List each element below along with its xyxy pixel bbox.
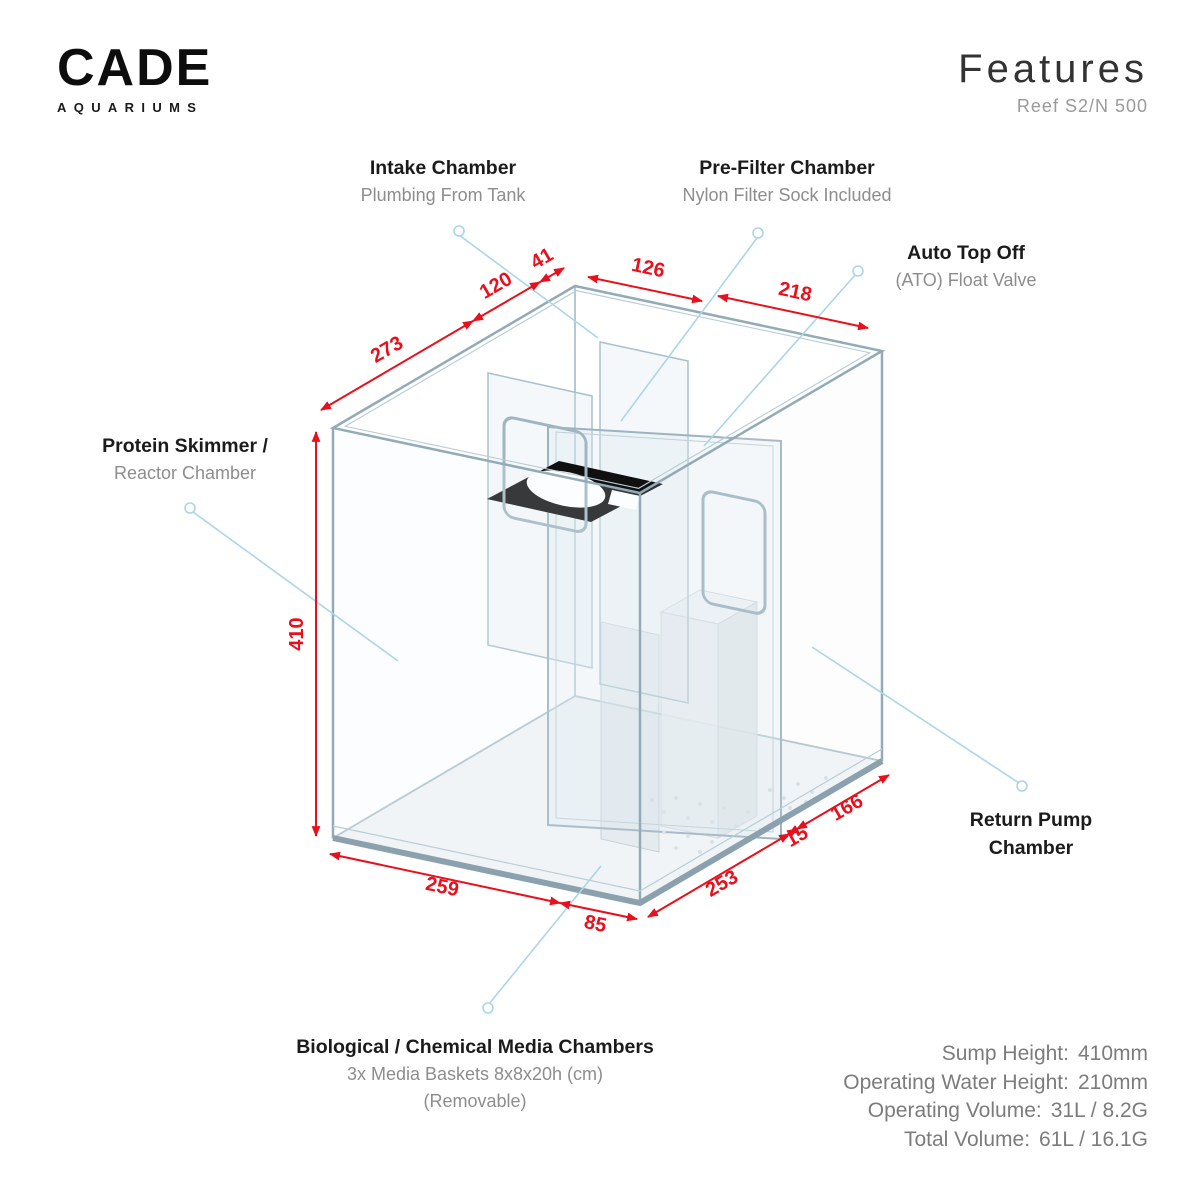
brand-logo: CADE AQUARIUMS: [57, 40, 212, 115]
callout-title: Biological / Chemical Media Chambers: [296, 1036, 654, 1058]
spec-value: 210mm: [1077, 1070, 1148, 1094]
callout-desc: 3x Media Baskets 8x8x20h (cm): [346, 1064, 604, 1084]
callout-title: Protein Skimmer /: [102, 435, 268, 457]
dim-41: 41: [527, 244, 557, 274]
dim-85: 85: [582, 911, 608, 937]
spec-operating-water-height: Operating Water Height: 210mm: [843, 1069, 1148, 1098]
spec-operating-volume: Operating Volume: 31L / 8.2G: [843, 1097, 1148, 1126]
callout-intake-chamber: Intake Chamber Plumbing From Tank: [293, 154, 593, 209]
leader-dot-icon: [184, 225, 1028, 1014]
dim-15: 15: [782, 822, 812, 852]
callout-desc: Plumbing From Tank: [360, 185, 526, 205]
callout-title: Chamber: [988, 837, 1074, 859]
brand-wordmark: CADE: [57, 39, 213, 97]
callout-prefilter-chamber: Pre-Filter Chamber Nylon Filter Sock Inc…: [637, 154, 937, 209]
basket-handle-icon: [502, 416, 767, 615]
callout-auto-top-off: Auto Top Off (ATO) Float Valve: [826, 239, 1106, 294]
dim-218: 218: [777, 278, 814, 306]
spec-label: Operating Water Height:: [843, 1070, 1069, 1094]
callout-return-pump: Return Pump Chamber: [900, 806, 1162, 862]
callout-protein-skimmer: Protein Skimmer / Reactor Chamber: [35, 432, 335, 487]
spec-total-volume: Total Volume: 61L / 16.1G: [843, 1126, 1148, 1155]
page-title: Features: [958, 47, 1148, 91]
callout-title: Auto Top Off: [907, 242, 1025, 264]
glass-baffles: [487, 341, 782, 841]
media-baskets: [600, 589, 759, 853]
spec-label: Total Volume:: [903, 1127, 1031, 1151]
spec-label: Sump Height:: [941, 1042, 1069, 1065]
glass-faces: [333, 351, 882, 903]
spec-value: 410mm: [1077, 1042, 1148, 1065]
dim-259: 259: [424, 873, 461, 901]
callout-title: Pre-Filter Chamber: [699, 157, 875, 179]
specs-panel: Sump Height: 410mm Operating Water Height…: [843, 1040, 1148, 1154]
dim-126: 126: [630, 254, 667, 282]
spec-value: 31L / 8.2G: [1050, 1099, 1148, 1122]
dim-166: 166: [827, 790, 867, 826]
callout-title: Return Pump: [969, 809, 1093, 831]
callout-media-chambers: Biological / Chemical Media Chambers 3x …: [225, 1033, 725, 1115]
dimension-arrows: [311, 267, 890, 922]
callout-desc: (ATO) Float Valve: [895, 270, 1037, 290]
callout-desc: Nylon Filter Sock Included: [682, 185, 892, 205]
title-block: Features Reef S2/N 500: [958, 46, 1148, 117]
page-subtitle: Reef S2/N 500: [1016, 96, 1148, 116]
tank-top-rim-inner: [343, 290, 872, 489]
brand-subtext: AQUARIUMS: [57, 100, 204, 115]
callout-desc: (Removable): [423, 1091, 527, 1111]
dim-410: 410: [286, 617, 308, 650]
callout-desc: Reactor Chamber: [113, 463, 257, 483]
spec-value: 61L / 16.1G: [1039, 1127, 1148, 1151]
dim-253: 253: [702, 866, 742, 902]
spec-sump-height: Sump Height: 410mm: [843, 1040, 1148, 1069]
callout-title: Intake Chamber: [369, 157, 517, 179]
spec-label: Operating Volume:: [867, 1099, 1042, 1122]
